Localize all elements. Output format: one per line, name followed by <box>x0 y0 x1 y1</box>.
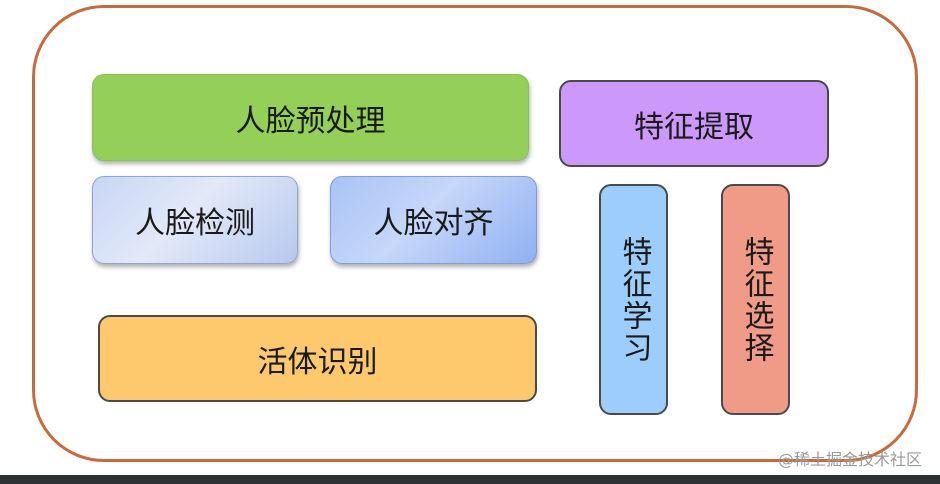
node-label: 特征学习 <box>616 235 652 364</box>
node-face-detection: 人脸检测 <box>92 176 298 264</box>
node-label: 特征选择 <box>738 235 774 364</box>
node-feature-selection: 特征选择 <box>721 184 790 415</box>
node-label: 人脸对齐 <box>373 206 494 241</box>
node-face-alignment: 人脸对齐 <box>330 176 537 264</box>
node-feature-learning: 特征学习 <box>599 184 668 415</box>
node-feature-extraction: 特征提取 <box>559 80 829 167</box>
node-label: 活体识别 <box>257 344 378 380</box>
node-face-preprocessing: 人脸预处理 <box>92 74 529 161</box>
node-label: 人脸预处理 <box>235 103 386 139</box>
node-label: 特征提取 <box>634 109 754 145</box>
node-label: 人脸检测 <box>135 206 255 241</box>
node-liveness-detection: 活体识别 <box>98 315 537 402</box>
bottom-bar <box>0 475 940 484</box>
watermark: @稀土掘金技术社区 <box>777 450 922 469</box>
